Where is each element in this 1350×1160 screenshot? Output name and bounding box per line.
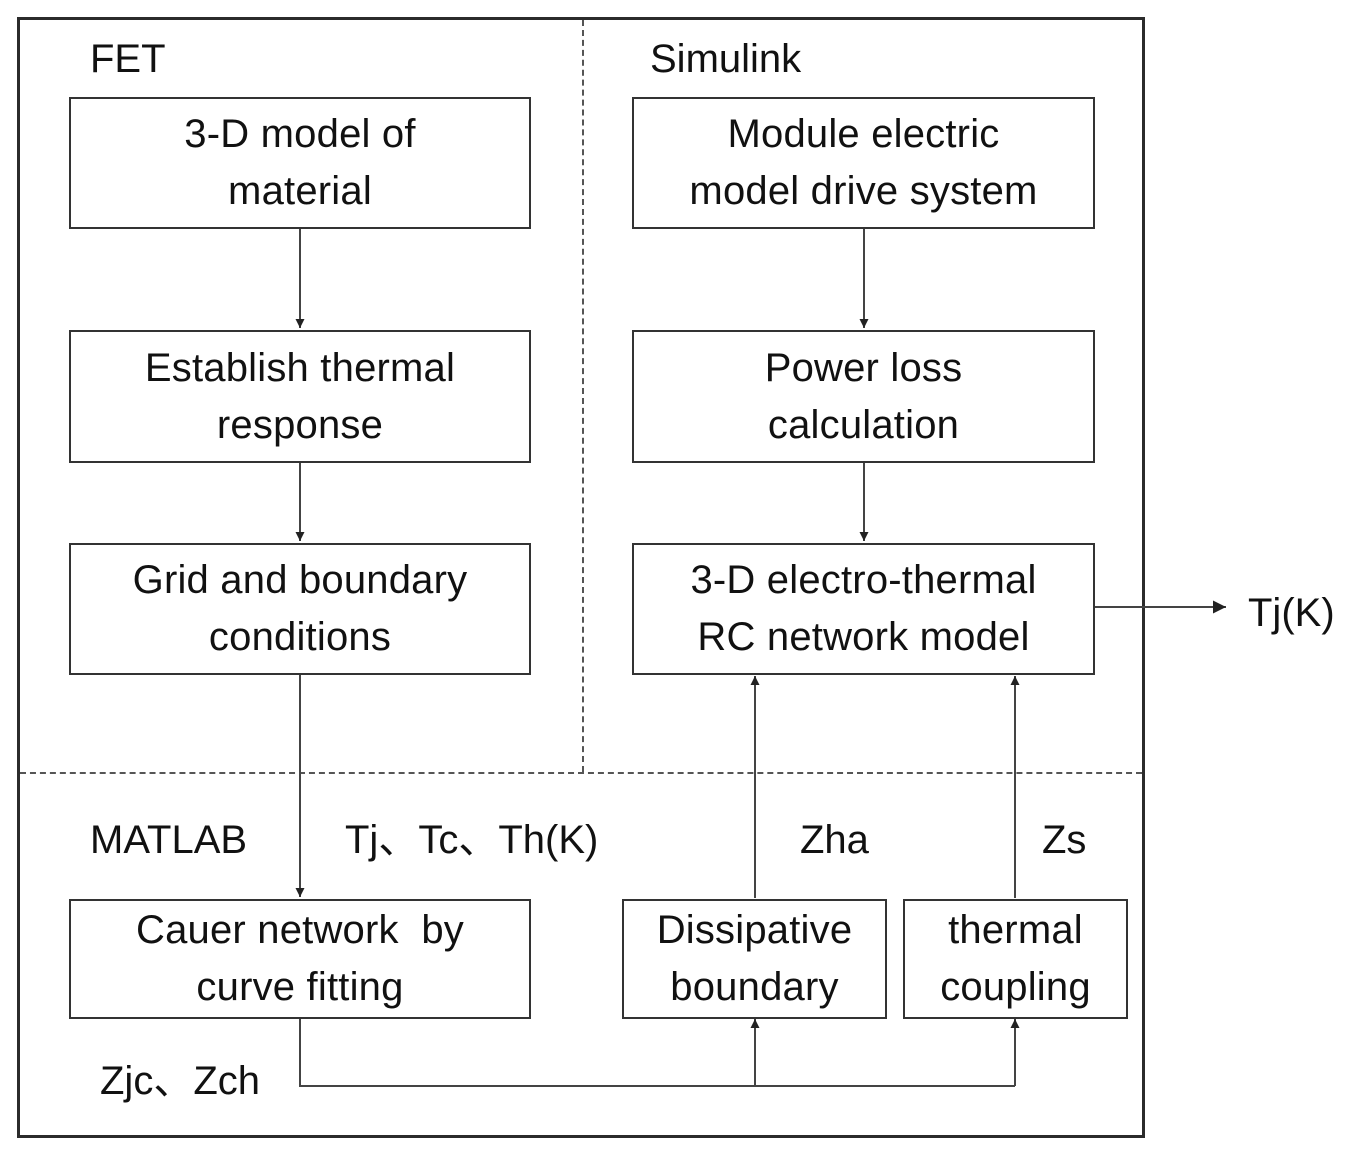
- output-label-tj: Tj(K): [1248, 591, 1335, 635]
- box-line: Cauer network by: [136, 908, 464, 952]
- box-establish-thermal-response: Establish thermal response: [69, 330, 531, 463]
- divider-vertical: [582, 20, 584, 772]
- cauer-feedback-line: [299, 1018, 1015, 1087]
- section-label-simulink: Simulink: [650, 37, 802, 81]
- edge-label-zs: Zs: [1042, 818, 1087, 862]
- box-line: conditions: [208, 615, 392, 659]
- box-line: curve fitting: [196, 965, 404, 1009]
- box-dissipative-boundary: Dissipative boundary: [622, 899, 887, 1019]
- box-line: material: [228, 169, 372, 213]
- box-rc-network-model: 3-D electro-thermal RC network model: [632, 543, 1095, 675]
- box-line: thermal: [948, 908, 1083, 952]
- box-line: response: [216, 402, 384, 447]
- box-line: model drive system: [689, 169, 1038, 213]
- section-label-fet: FET: [90, 37, 166, 81]
- box-line: Dissipative: [656, 908, 853, 952]
- box-line: 3-D electro-thermal: [690, 558, 1037, 602]
- edge-label-temperatures: Tj、Tc、Th(K): [345, 818, 599, 862]
- box-line: Grid and boundary: [132, 558, 468, 602]
- box-line: boundary: [670, 965, 839, 1009]
- box-line: calculation: [767, 402, 960, 447]
- box-line: Establish thermal: [144, 345, 456, 390]
- outer-frame: [17, 17, 1145, 1138]
- box-power-loss-calculation: Power loss calculation: [632, 330, 1095, 463]
- edge-label-zjc-zch: Zjc、Zch: [100, 1059, 260, 1103]
- edge-label-zha: Zha: [800, 818, 869, 862]
- box-line: RC network model: [697, 615, 1030, 659]
- box-line: coupling: [940, 965, 1091, 1009]
- section-label-matlab: MATLAB: [90, 818, 248, 862]
- box-grid-boundary-conditions: Grid and boundary conditions: [69, 543, 531, 675]
- box-3d-model-material: 3-D model of material: [69, 97, 531, 229]
- box-line: Module electric: [727, 112, 1000, 156]
- box-thermal-coupling: thermal coupling: [903, 899, 1128, 1019]
- box-cauer-network: Cauer network by curve fitting: [69, 899, 531, 1019]
- box-line: 3-D model of: [184, 112, 416, 156]
- divider-horizontal: [20, 772, 1142, 774]
- box-module-electric-model: Module electric model drive system: [632, 97, 1095, 229]
- box-line: Power loss: [764, 345, 963, 390]
